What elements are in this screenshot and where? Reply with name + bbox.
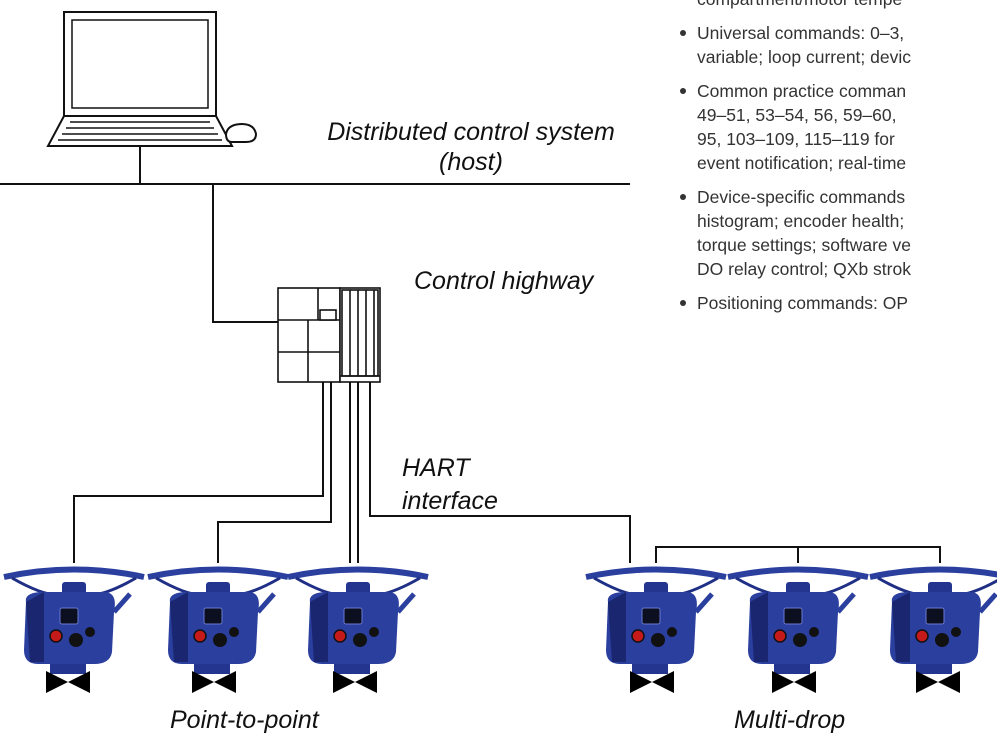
laptop-icon: [46, 11, 234, 147]
command-bullets: Universal commands: 0–3, variable; loop …: [679, 21, 997, 315]
multi-drop-label: Multi-drop: [734, 706, 846, 734]
command-list-cut-line: compartment/motor tempe: [679, 0, 997, 11]
valve-icon: [46, 671, 90, 693]
dcs-label-line2: (host): [439, 148, 503, 176]
actuator-icon: [586, 570, 726, 675]
actuator-icon: [728, 570, 868, 675]
bullet-dot-icon: [680, 194, 686, 200]
control-highway-label: Control highway: [414, 267, 594, 295]
bullet-line: DO relay control; QXb strok: [697, 259, 911, 279]
hart-interface-label: HART interface: [402, 452, 498, 518]
bullet-line: 49–51, 53–54, 56, 59–60,: [697, 105, 897, 125]
hart-interface-rack-icon: [277, 287, 381, 383]
bullet-line: Device-specific commands: [697, 187, 906, 207]
hart-label-line1: HART: [402, 454, 470, 482]
bullet-common-practice-commands: Common practice comman 49–51, 53–54, 56,…: [679, 79, 997, 175]
valve-icon: [630, 671, 674, 693]
bullet-universal-commands: Universal commands: 0–3, variable; loop …: [679, 21, 997, 69]
bullet-line: Common practice comman: [697, 81, 907, 101]
actuator-icon: [870, 570, 997, 675]
command-list: compartment/motor tempe Universal comman…: [679, 0, 997, 325]
bullet-line: variable; loop current; devic: [697, 47, 911, 67]
mouse-icon: [224, 122, 258, 143]
valve-icon: [772, 671, 816, 693]
bullet-dot-icon: [680, 88, 686, 94]
bullet-line: Positioning commands: OP: [697, 293, 909, 313]
hart-label-line2: interface: [402, 487, 498, 515]
bullet-line: Universal commands: 0–3,: [697, 23, 905, 43]
point-to-point-label: Point-to-point: [170, 706, 319, 734]
bullet-line: event notification; real-time: [697, 153, 907, 173]
dcs-label-line1: Distributed control system: [327, 118, 615, 146]
network-wiring: [0, 147, 941, 563]
bullet-line: histogram; encoder health;: [697, 211, 905, 231]
valve-icon: [192, 671, 236, 693]
actuator-icon: [148, 570, 288, 675]
dcs-label: Distributed control system (host): [306, 117, 636, 177]
bullet-line: 95, 103–109, 115–119 for: [697, 129, 895, 149]
bullet-positioning-commands: Positioning commands: OP: [679, 291, 997, 315]
bullet-device-specific-commands: Device-specific commands histogram; enco…: [679, 185, 997, 281]
valve-icon: [333, 671, 377, 693]
bullet-dot-icon: [680, 30, 686, 36]
bullet-dot-icon: [680, 300, 686, 306]
bullet-line: torque settings; software ve: [697, 235, 911, 255]
actuator-icon: [288, 570, 428, 675]
valve-icon: [916, 671, 960, 693]
actuator-icon: [4, 570, 144, 675]
